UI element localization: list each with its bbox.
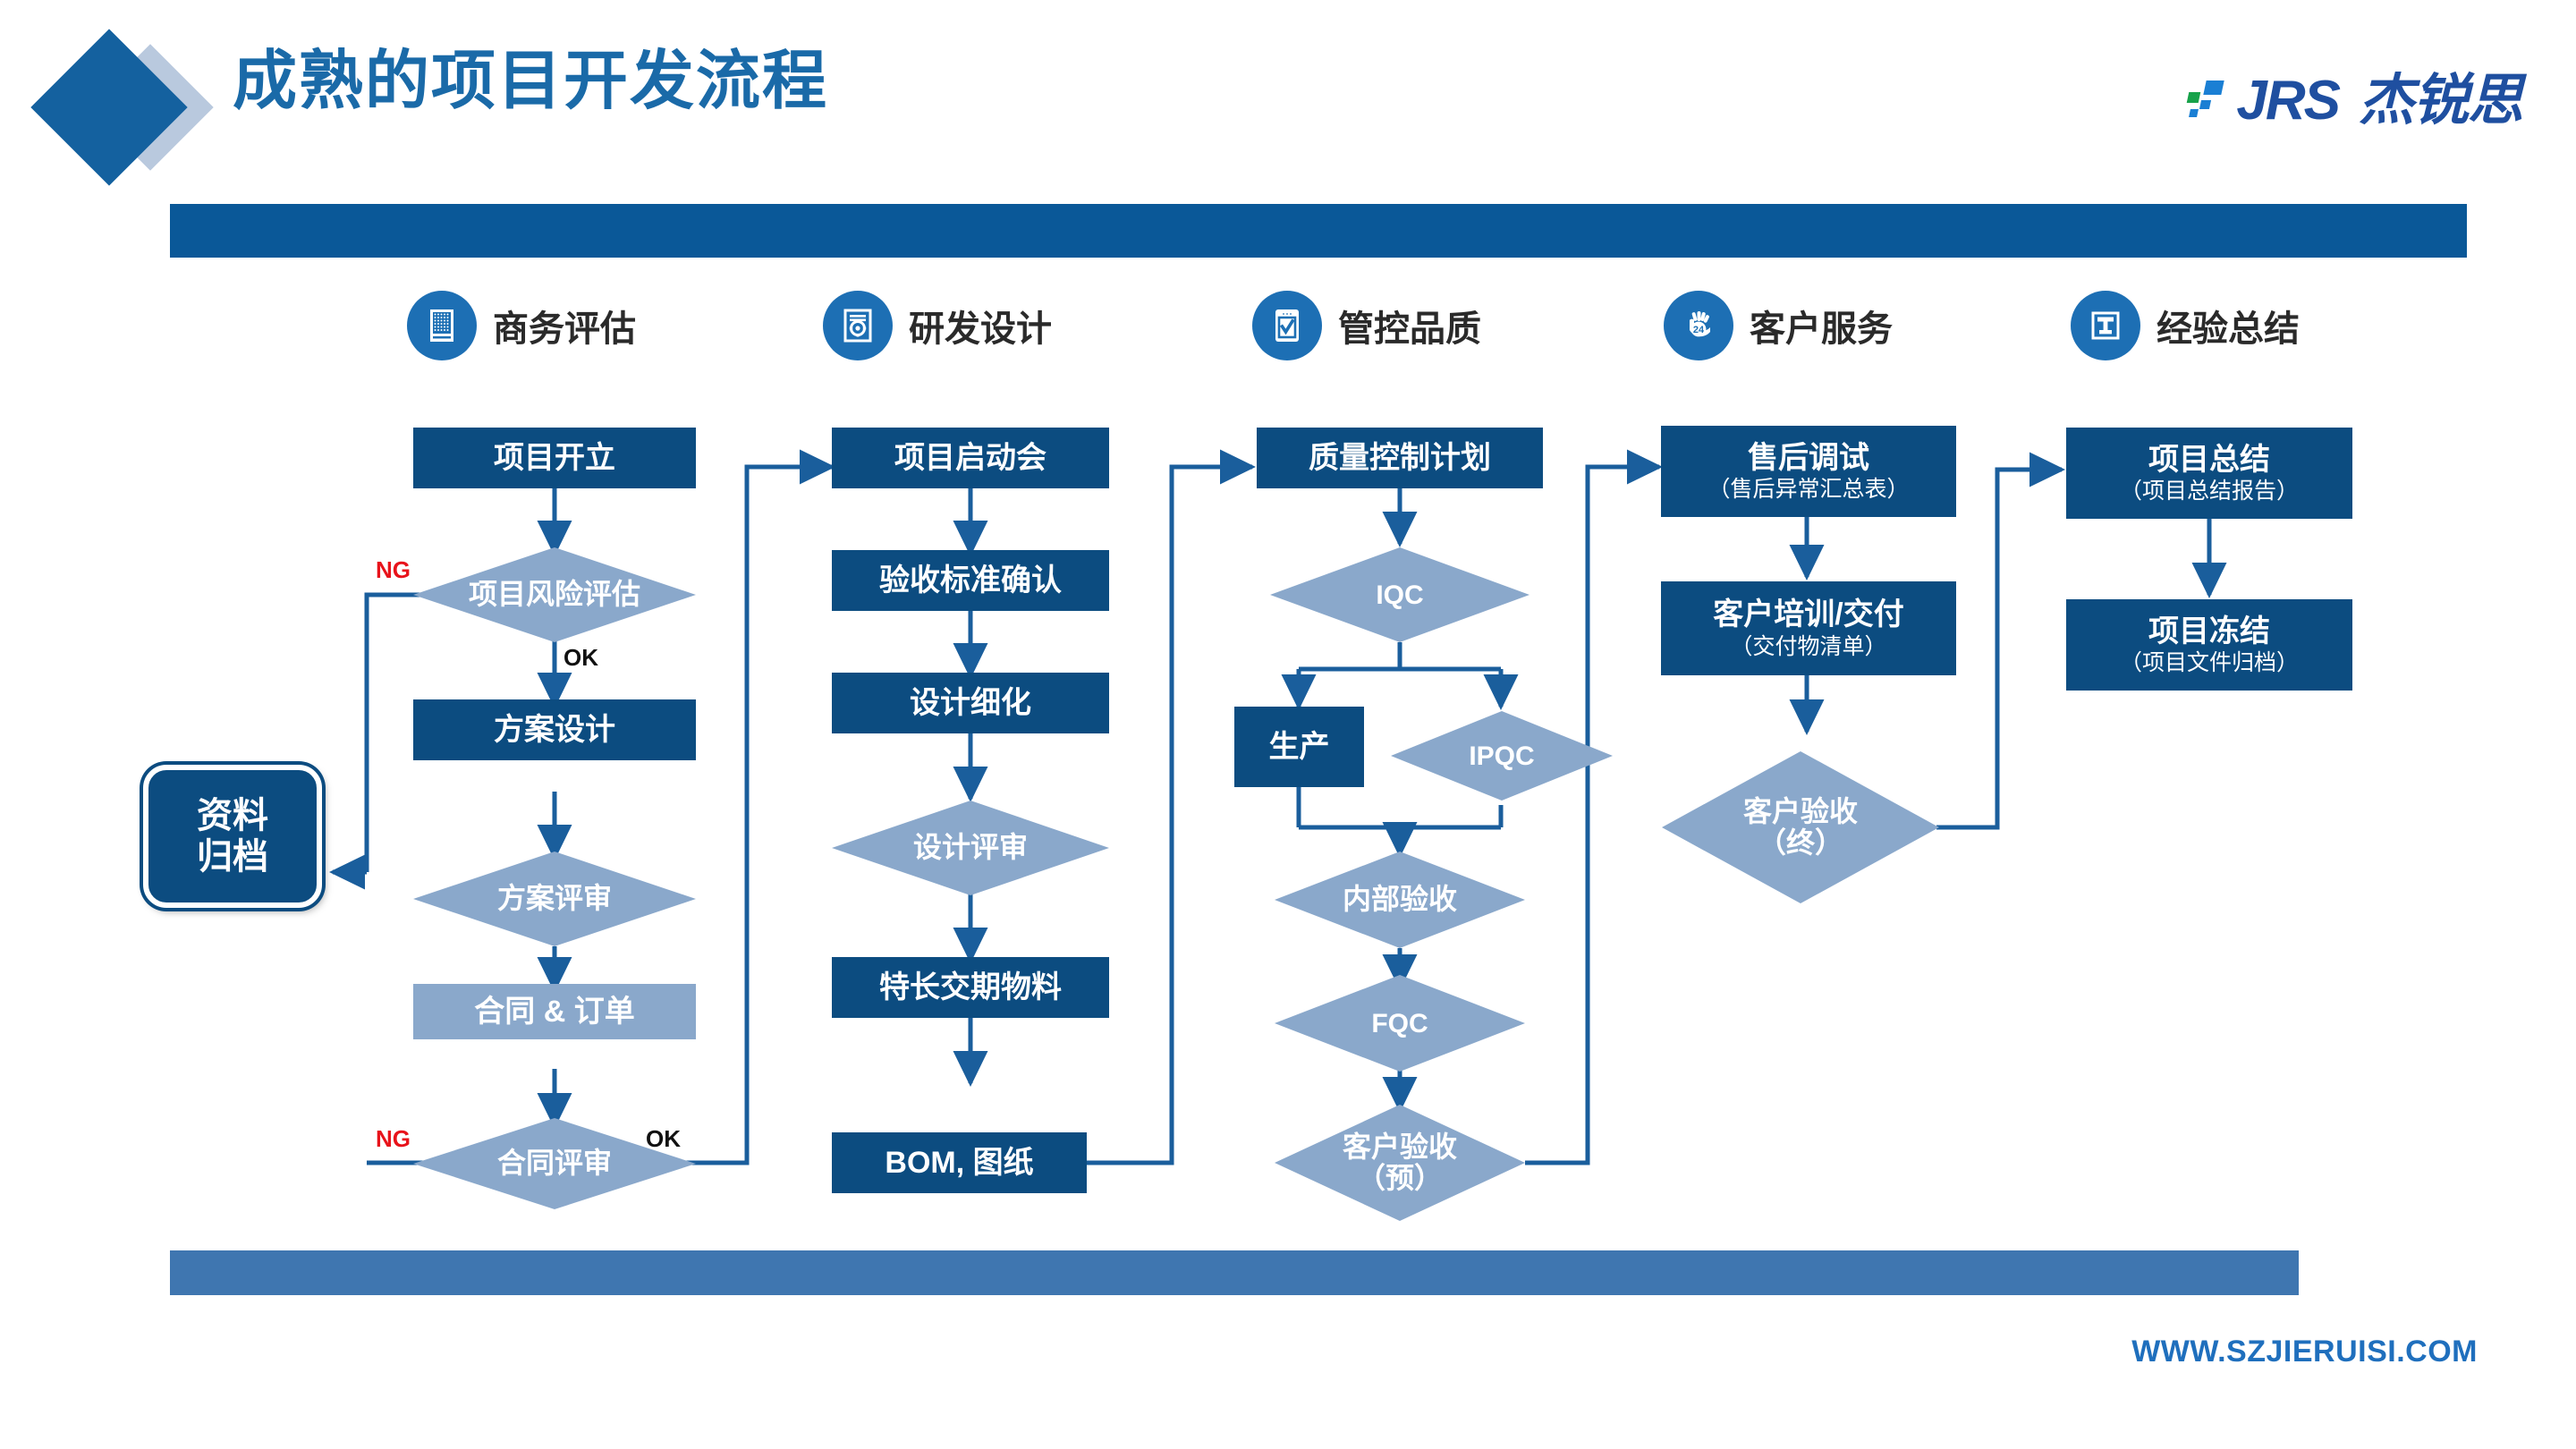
node-quality-control-plan[interactable]: 质量控制计划: [1257, 428, 1543, 488]
column-header-service: 24 客户服务: [1664, 291, 1893, 360]
column-header-quality: 管控品质: [1252, 291, 1481, 360]
checklist-tablet-icon: [1252, 291, 1322, 360]
brand-abbr: JRS: [2236, 70, 2341, 131]
beam-t-icon: [2071, 291, 2140, 360]
footer-website-url: WWW.SZJIERUISI.COM: [2131, 1335, 2478, 1368]
column-header-label: 客户服务: [1750, 309, 1893, 349]
brand-logo: JRS 杰锐思: [2187, 70, 2523, 131]
edge-label-ok-contract: OK: [646, 1125, 681, 1152]
brand-name-cn: 杰锐思: [2358, 70, 2523, 131]
node-ipqc[interactable]: IPQC: [1391, 711, 1613, 801]
column-header-design: 研发设计: [823, 291, 1052, 360]
top-accent-bar: [170, 204, 2467, 258]
edge-label-ng-contract: NG: [376, 1125, 411, 1152]
document-grid-icon: [407, 291, 477, 360]
node-contract-review[interactable]: 合同评审: [413, 1118, 696, 1209]
node-design-review[interactable]: 设计评审: [832, 801, 1109, 895]
node-project-freeze[interactable]: 项目冻结 （项目文件归档）: [2066, 599, 2352, 691]
node-customer-training-delivery[interactable]: 客户培训/交付 （交付物清单）: [1661, 581, 1956, 675]
column-header-label: 经验总结: [2157, 309, 2300, 349]
column-header-label: 商务评估: [493, 309, 636, 349]
node-after-sales-debugging[interactable]: 售后调试 （售后异常汇总表）: [1661, 426, 1956, 517]
node-project-summary[interactable]: 项目总结 （项目总结报告）: [2066, 428, 2352, 519]
svg-text:24: 24: [1693, 325, 1705, 335]
node-long-lead-time-material[interactable]: 特长交期物料: [832, 957, 1109, 1018]
node-scheme-review[interactable]: 方案评审: [413, 852, 696, 946]
node-iqc[interactable]: IQC: [1270, 547, 1530, 642]
column-header-business: 商务评估: [407, 291, 636, 360]
diamond-dark-shape: [30, 29, 188, 186]
node-production[interactable]: 生产: [1234, 707, 1364, 787]
column-header-label: 研发设计: [909, 309, 1052, 349]
node-project-opening[interactable]: 项目开立: [413, 428, 696, 488]
node-customer-acceptance-final[interactable]: 客户验收 （终）: [1662, 751, 1939, 903]
node-project-risk-assessment[interactable]: 项目风险评估: [413, 547, 696, 642]
node-archive-documents[interactable]: 资料 归档: [143, 765, 322, 908]
column-header-summary: 经验总结: [2071, 291, 2300, 360]
blueprint-gear-icon: [823, 291, 893, 360]
edge-label-ok-risk: OK: [564, 644, 598, 671]
node-fqc[interactable]: FQC: [1275, 975, 1525, 1072]
node-scheme-design[interactable]: 方案设计: [413, 699, 696, 760]
node-internal-acceptance[interactable]: 内部验收: [1275, 852, 1525, 948]
node-bom-drawings[interactable]: BOM, 图纸: [832, 1132, 1087, 1193]
node-customer-acceptance-preliminary[interactable]: 客户验收 （预）: [1275, 1105, 1525, 1221]
brand-pixel-marks-icon: [2187, 80, 2225, 122]
node-design-refinement[interactable]: 设计细化: [832, 673, 1109, 733]
node-contract-and-order[interactable]: 合同 & 订单: [413, 984, 696, 1039]
node-project-kickoff-meeting[interactable]: 项目启动会: [832, 428, 1109, 488]
hand-24h-icon: 24: [1664, 291, 1733, 360]
decorative-diamond-logo: [30, 29, 214, 186]
page-title: 成熟的项目开发流程: [233, 46, 829, 117]
node-acceptance-standard-confirmation[interactable]: 验收标准确认: [832, 550, 1109, 611]
bottom-accent-bar: [170, 1250, 2299, 1295]
column-header-label: 管控品质: [1338, 309, 1481, 349]
edge-label-ng-risk: NG: [376, 556, 411, 583]
